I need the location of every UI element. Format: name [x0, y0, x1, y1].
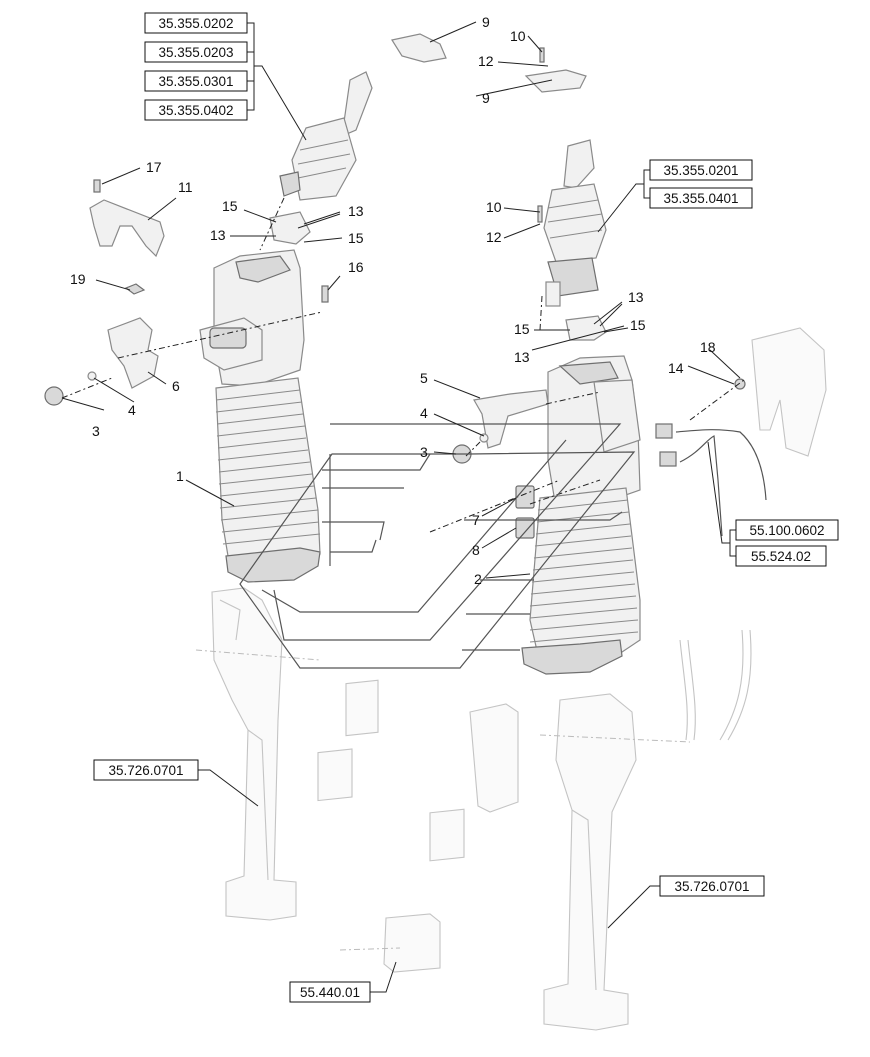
- ref-box-55-440-01[interactable]: 55.440.01: [289, 981, 371, 1003]
- callout-numbers: 9 10 12 9 17 11 15 13 13 15 10 12 16 19 …: [70, 14, 716, 587]
- ref-box-35-726-0701-right[interactable]: 35.726.0701: [659, 875, 765, 897]
- callout-3: 3: [420, 444, 428, 460]
- callout-14: 14: [668, 360, 684, 376]
- callout-17: 17: [146, 159, 162, 175]
- callout-15: 15: [348, 230, 364, 246]
- callout-2: 2: [474, 571, 482, 587]
- ghost-background-parts: [195, 327, 827, 1031]
- callout-15: 15: [514, 321, 530, 337]
- ref-box-35-355-0201[interactable]: 35.355.0201: [649, 159, 753, 181]
- ref-box-55-524-02[interactable]: 55.524.02: [735, 545, 827, 567]
- right-bellows-ribs: [529, 499, 639, 643]
- ref-label: 35.355.0401: [663, 191, 738, 206]
- callout-6: 6: [172, 378, 180, 394]
- left-bellows-ribs: [215, 389, 321, 545]
- callout-13: 13: [514, 349, 530, 365]
- callout-15: 15: [630, 317, 646, 333]
- callout-4: 4: [128, 402, 136, 418]
- ref-box-35-355-0203[interactable]: 35.355.0203: [144, 41, 248, 63]
- callout-5: 5: [420, 370, 428, 386]
- callout-13: 13: [210, 227, 226, 243]
- callout-10: 10: [510, 28, 526, 44]
- callout-19: 19: [70, 271, 86, 287]
- callout-18: 18: [700, 339, 716, 355]
- ref-label: 35.726.0701: [674, 879, 749, 894]
- callout-13: 13: [348, 203, 364, 219]
- assembly-frame-outlines: [239, 423, 636, 669]
- ref-label: 35.726.0701: [108, 763, 183, 778]
- ref-box-35-355-0301[interactable]: 35.355.0301: [144, 70, 248, 92]
- callout-7: 7: [472, 512, 480, 528]
- callout-9: 9: [482, 90, 490, 106]
- callout-10: 10: [486, 199, 502, 215]
- ref-label: 35.355.0301: [158, 74, 233, 89]
- leader-lines: [61, 21, 741, 993]
- callout-9: 9: [482, 14, 490, 30]
- ref-label: 55.524.02: [751, 549, 811, 564]
- callout-3: 3: [92, 423, 100, 439]
- ref-box-35-355-0401[interactable]: 35.355.0401: [649, 187, 753, 209]
- callout-12: 12: [478, 53, 494, 69]
- assembly-centre-lines: [61, 197, 745, 533]
- callout-15: 15: [222, 198, 238, 214]
- ref-label: 35.355.0202: [158, 16, 233, 31]
- callout-13: 13: [628, 289, 644, 305]
- ref-label: 35.355.0402: [158, 103, 233, 118]
- ref-box-55-100-0602[interactable]: 55.100.0602: [735, 519, 839, 541]
- ref-box-35-726-0701-left[interactable]: 35.726.0701: [93, 759, 199, 781]
- ref-label: 35.355.0203: [158, 45, 233, 60]
- callout-12: 12: [486, 229, 502, 245]
- ref-label: 35.355.0201: [663, 163, 738, 178]
- left-console-boot-assembly: [199, 249, 321, 583]
- ref-label: 55.100.0602: [749, 523, 824, 538]
- ref-box-35-355-0402[interactable]: 35.355.0402: [144, 99, 248, 121]
- ref-label: 55.440.01: [300, 985, 360, 1000]
- right-joystick: [543, 139, 607, 307]
- right-console-boot-assembly: [521, 355, 641, 675]
- callout-16: 16: [348, 259, 364, 275]
- ref-box-35-355-0202[interactable]: 35.355.0202: [144, 12, 248, 34]
- left-joystick: [279, 71, 373, 201]
- callout-11: 11: [178, 179, 193, 195]
- callout-8: 8: [472, 542, 480, 558]
- callout-1: 1: [176, 468, 184, 484]
- callout-4: 4: [420, 405, 428, 421]
